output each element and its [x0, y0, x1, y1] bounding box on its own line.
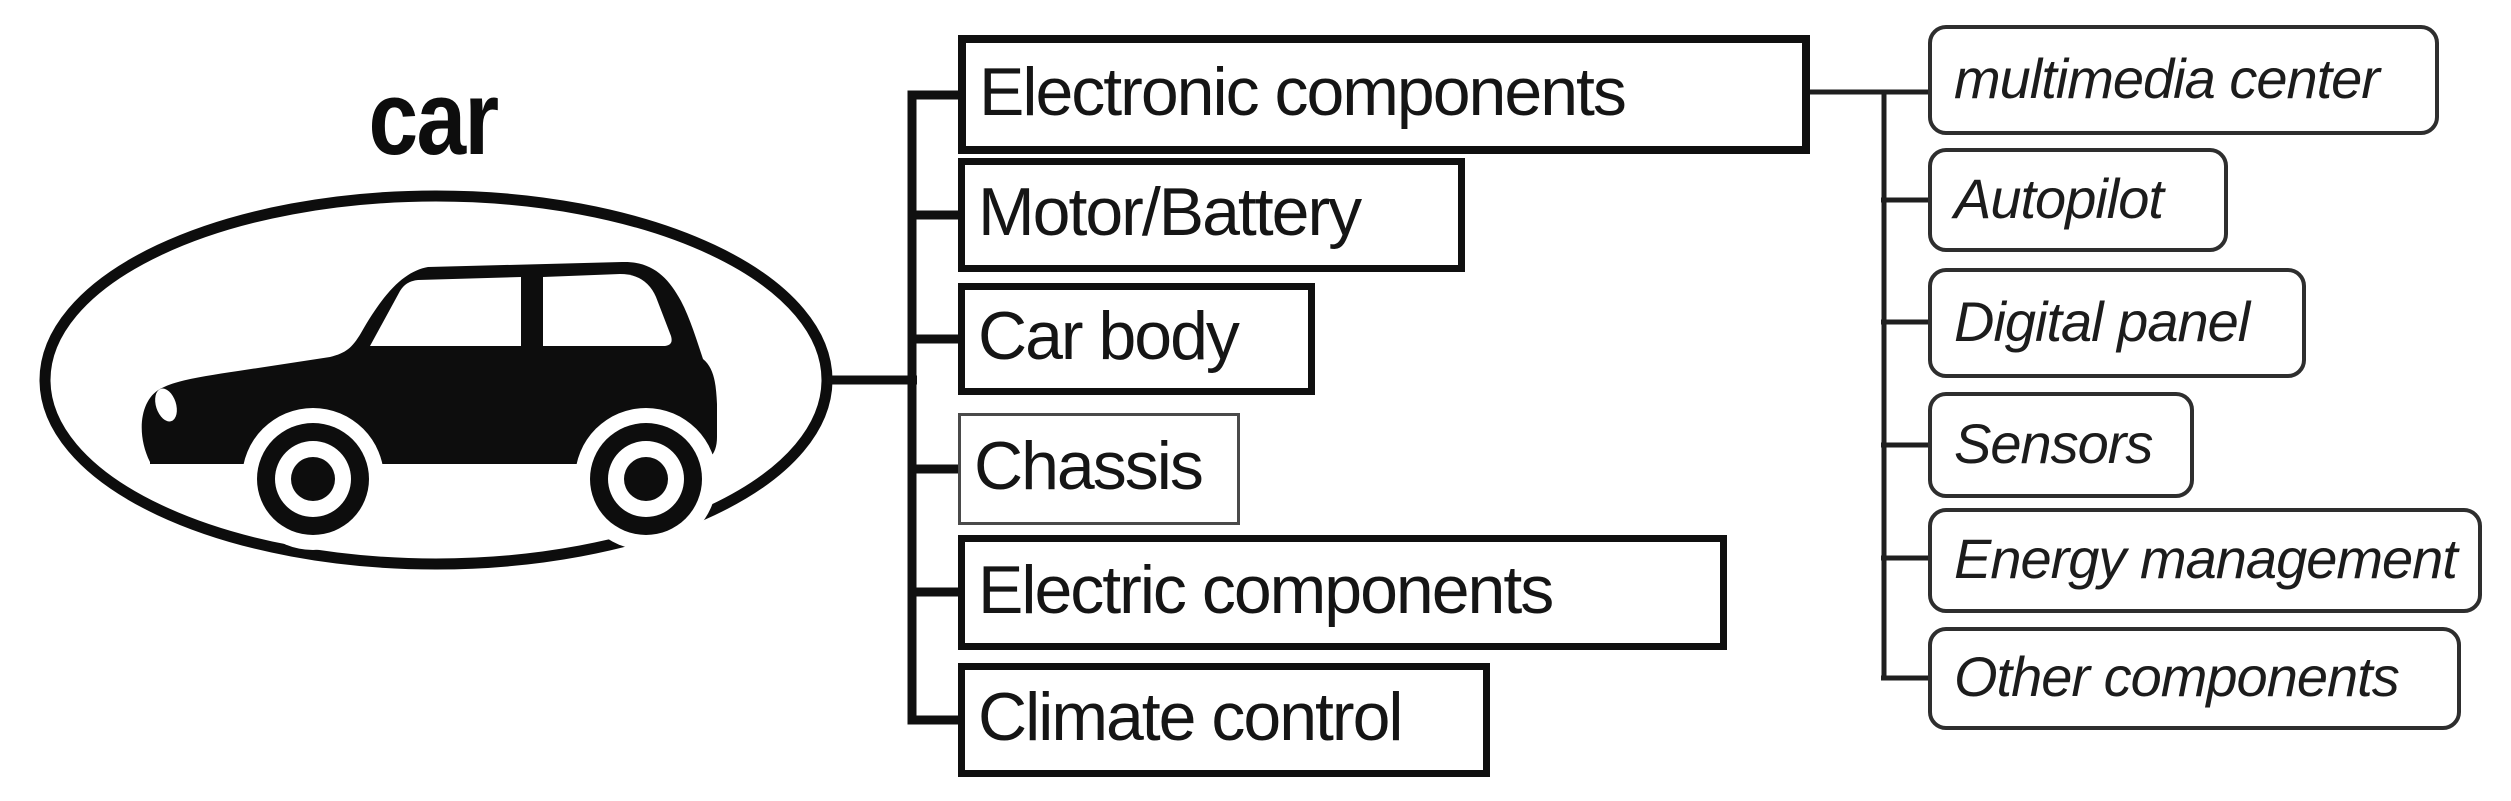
root-node-label: car — [368, 60, 500, 177]
node-car-body: Car body — [958, 283, 1315, 395]
car-icon — [141, 261, 717, 550]
node-label: Motor/Battery — [978, 174, 1362, 250]
level2-connectors — [1810, 89, 1930, 681]
leaf-label: Autopilot — [1954, 166, 2164, 230]
leaf-label: multimedia center — [1954, 46, 2380, 110]
node-label: Chassis — [974, 428, 1204, 504]
leaf-label: Sensors — [1954, 411, 2153, 475]
leaf-digital-panel: Digital panel — [1928, 268, 2306, 378]
node-chassis: Chassis — [958, 413, 1240, 525]
leaf-label: Energy management — [1954, 527, 2458, 590]
node-label: Car body — [978, 298, 1240, 374]
leaf-multimedia-center: multimedia center — [1928, 25, 2439, 135]
node-label: Climate control — [978, 679, 1403, 755]
leaf-autopilot: Autopilot — [1928, 148, 2228, 252]
leaf-other-components: Other components — [1928, 627, 2461, 730]
leaf-label: Digital panel — [1954, 289, 2250, 353]
node-label: Electric components — [978, 551, 1554, 628]
node-electric-components: Electric components — [958, 535, 1727, 650]
node-electronic-components: Electronic components — [958, 35, 1810, 154]
leaf-energy-management: Energy management — [1928, 508, 2482, 613]
node-label: Electronic components — [979, 53, 1627, 130]
leaf-sensors: Sensors — [1928, 392, 2194, 498]
level1-connectors — [827, 90, 958, 725]
leaf-label: Other components — [1954, 645, 2400, 708]
node-climate-control: Climate control — [958, 663, 1490, 777]
node-motor-battery: Motor/Battery — [958, 158, 1465, 272]
